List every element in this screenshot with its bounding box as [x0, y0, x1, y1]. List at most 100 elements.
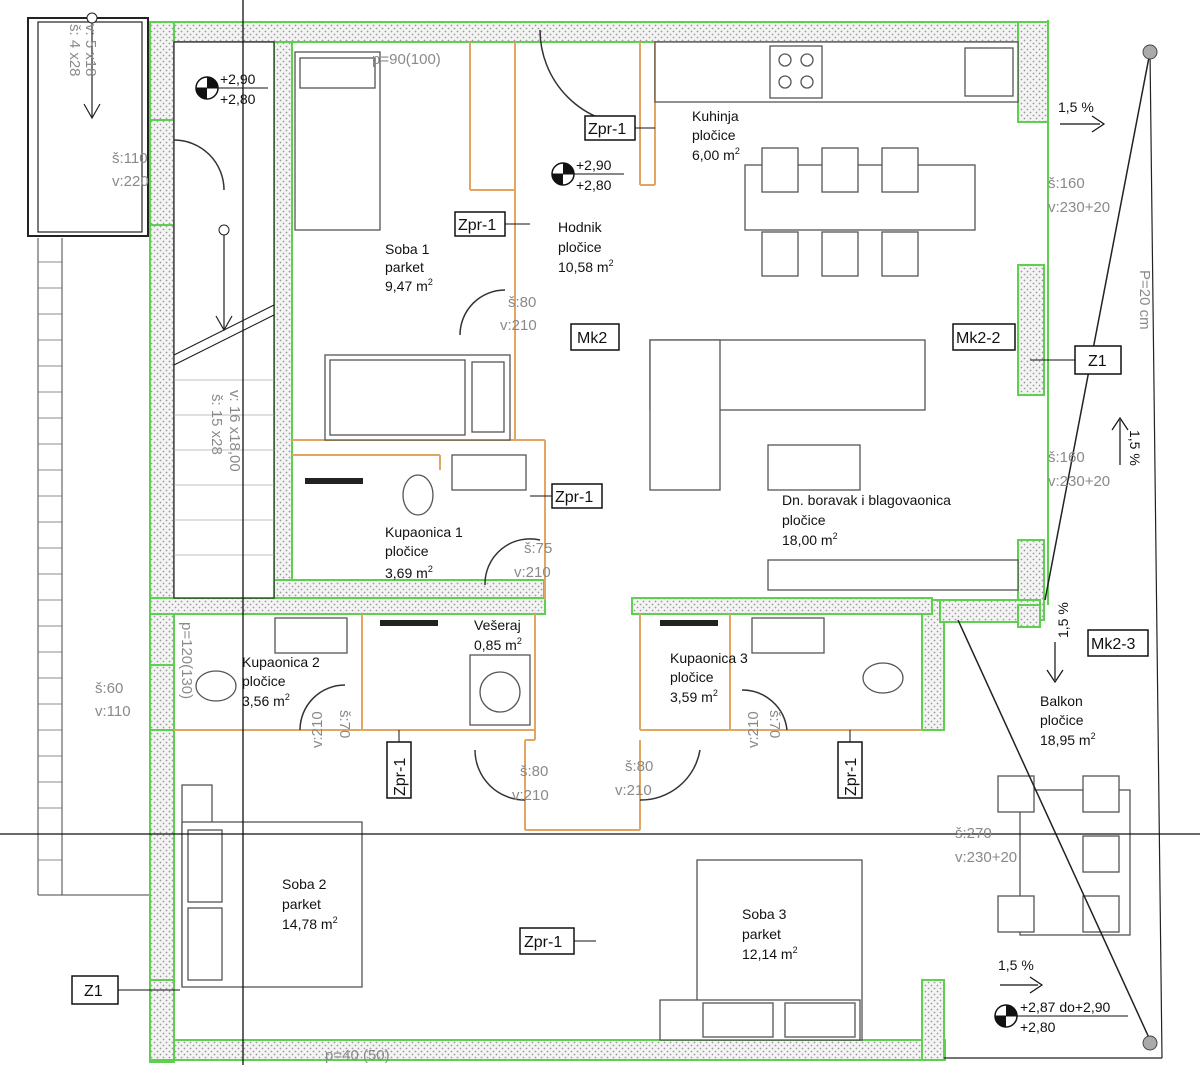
level-b-bot: +2,80 [576, 177, 612, 193]
window-kup2-height: v:110 [95, 703, 131, 720]
svg-text:10,58 m2: 10,58 m2 [558, 258, 614, 275]
door-soba3-width: š:80 [625, 758, 653, 775]
svg-text:Mk2: Mk2 [577, 330, 607, 347]
svg-text:Zpr-1: Zpr-1 [524, 934, 562, 951]
svg-text:Z1: Z1 [84, 983, 103, 1000]
window-balcony-height: v:230+20 [955, 849, 1017, 866]
door-soba1-height: v:210 [500, 317, 537, 334]
svg-text:pločice: pločice [1040, 712, 1084, 728]
svg-text:Zpr-1: Zpr-1 [588, 121, 626, 138]
door-entrance-height: v:220 [112, 173, 149, 190]
level-a-top: +2,90 [220, 71, 256, 87]
svg-text:3,56 m2: 3,56 m2 [242, 692, 290, 709]
window-living-height: v:230+20 [1048, 473, 1110, 490]
window-kup2-width: š:60 [95, 680, 123, 697]
tag-zpr1-bottom: Zpr-1 [519, 927, 596, 955]
svg-text:Mk2-3: Mk2-3 [1091, 636, 1136, 653]
level-marker-b: +2,90 +2,80 [551, 157, 624, 193]
stair-top-label-2: š: 4 x28 [66, 24, 83, 77]
svg-text:parket: parket [742, 926, 781, 942]
slope-1: 1,5 % [1058, 99, 1094, 115]
room-kupaonica3: Kupaonica 3 pločice 3,59 m2 [670, 650, 748, 705]
level-a-bot: +2,80 [220, 91, 256, 107]
room-soba2: Soba 2 parket 14,78 m2 [282, 876, 338, 932]
window-balcony-width: š:270 [955, 825, 992, 842]
slope-4: 1,5 % [998, 957, 1034, 973]
stair-main-label-1: v: 16 x18,00 [226, 390, 243, 472]
svg-text:Mk2-2: Mk2-2 [956, 330, 1001, 347]
room-kuhinja: Kuhinja pločice 6,00 m2 [692, 108, 740, 163]
svg-text:Soba 3: Soba 3 [742, 906, 787, 922]
level-c-bot: +2,80 [1020, 1019, 1056, 1035]
parapet-balcony: P=20 cm [1136, 270, 1153, 330]
svg-text:pločice: pločice [558, 239, 602, 255]
window-parapet-3: p=40 (50) [325, 1047, 390, 1064]
svg-text:18,95 m2: 18,95 m2 [1040, 731, 1096, 748]
internal-staircase: v: 16 x18,00 š: 15 x28 [173, 41, 275, 599]
room-soba1: Soba 1 parket 9,47 m2 [385, 241, 433, 294]
level-b-top: +2,90 [576, 157, 612, 173]
tag-z1-right: Z1 [1030, 345, 1122, 375]
room-soba3: Soba 3 parket 12,14 m2 [742, 906, 798, 962]
tag-zpr1-bath: Zpr-1 [530, 483, 603, 509]
svg-text:Zpr-1: Zpr-1 [458, 217, 496, 234]
stair-main-label-2: š: 15 x28 [208, 394, 225, 455]
svg-text:Kupaonica 1: Kupaonica 1 [385, 524, 463, 540]
svg-text:3,59 m2: 3,59 m2 [670, 688, 718, 705]
window-kitchen-width: š:160 [1048, 175, 1085, 192]
window-kitchen-height: v:230+20 [1048, 199, 1110, 216]
svg-text:pločice: pločice [670, 669, 714, 685]
walls [149, 21, 1049, 1063]
level-c-top: +2,87 do+2,90 [1020, 999, 1111, 1015]
door-kup3-width: š:70 [766, 710, 783, 738]
room-balkon: Balkon pločice 18,95 m2 [1040, 693, 1096, 748]
tag-mk2-2: Mk2-2 [952, 323, 1016, 351]
svg-text:Kupaonica 3: Kupaonica 3 [670, 650, 748, 666]
stair-top-label-1: v: 5 x18 [82, 24, 99, 77]
tag-mk2: Mk2 [570, 323, 620, 351]
slope-arrows [1000, 115, 1129, 994]
svg-text:parket: parket [385, 259, 424, 275]
svg-text:12,14 m2: 12,14 m2 [742, 945, 798, 962]
svg-text:Kuhinja: Kuhinja [692, 108, 739, 124]
tag-zpr1-vertical-left: Zpr-1 [386, 730, 412, 799]
svg-text:9,47 m2: 9,47 m2 [385, 277, 433, 294]
svg-text:Soba 1: Soba 1 [385, 241, 430, 257]
window-parapet-2: p=120(130) [178, 622, 195, 699]
tag-z1-left: Z1 [71, 975, 180, 1005]
door-soba1-width: š:80 [508, 294, 536, 311]
svg-text:0,85 m2: 0,85 m2 [474, 636, 522, 653]
svg-text:14,78 m2: 14,78 m2 [282, 915, 338, 932]
svg-text:Z1: Z1 [1088, 353, 1107, 370]
door-kup2-height: v:210 [309, 711, 326, 748]
door-soba2-height: v:210 [512, 787, 549, 804]
door-entrance-width: š:110 [112, 150, 148, 167]
room-hodnik: Hodnik pločice 10,58 m2 [558, 219, 614, 275]
window-living-width: š:160 [1048, 449, 1085, 466]
door-kup2-width: š:70 [336, 710, 353, 738]
room-boravak: Dn. boravak i blagovaonica pločice 18,00… [782, 492, 951, 548]
door-kup3-height: v:210 [745, 711, 762, 748]
svg-text:parket: parket [282, 896, 321, 912]
svg-text:Kupaonica 2: Kupaonica 2 [242, 654, 320, 670]
svg-text:Vešeraj: Vešeraj [474, 617, 521, 633]
svg-text:pločice: pločice [782, 512, 826, 528]
slope-3: 1,5 % [1055, 602, 1071, 638]
svg-text:Soba 2: Soba 2 [282, 876, 327, 892]
svg-text:Zpr-1: Zpr-1 [843, 758, 860, 796]
room-kupaonica1: Kupaonica 1 pločice 3,69 m2 [385, 524, 463, 581]
svg-text:pločice: pločice [242, 673, 286, 689]
svg-text:Hodnik: Hodnik [558, 219, 603, 235]
tag-mk2-3: Mk2-3 [1087, 629, 1149, 657]
window-parapet-1: p=90(100) [372, 51, 441, 68]
tag-zpr1-kitchen: Zpr-1 [584, 115, 655, 141]
svg-text:pločice: pločice [385, 543, 429, 559]
external-staircase: v: 5 x18 š: 4 x28 [27, 12, 150, 896]
door-kup1-width: š:75 [524, 540, 552, 557]
svg-text:3,69 m2: 3,69 m2 [385, 564, 433, 581]
svg-text:Zpr-1: Zpr-1 [392, 758, 409, 796]
door-kup1-height: v:210 [514, 564, 551, 581]
svg-text:Zpr-1: Zpr-1 [555, 489, 593, 506]
slope-2: 1,5 % [1127, 430, 1143, 466]
